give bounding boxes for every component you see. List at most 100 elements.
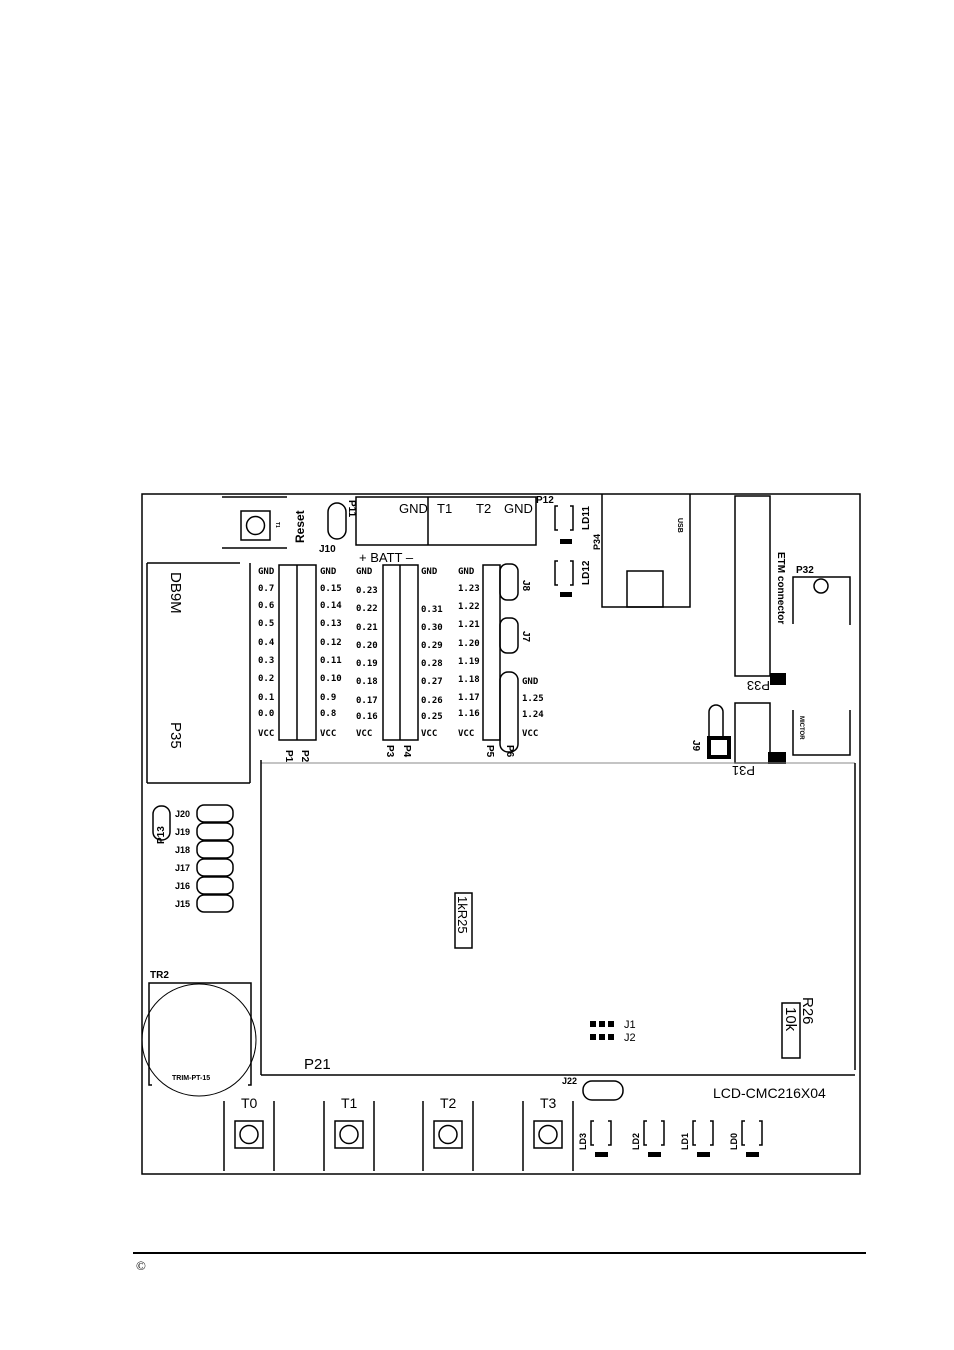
p5-pin-label: 1.21 [458,620,480,630]
jumper [196,876,234,895]
button-label: T1 [341,1095,358,1111]
p32-label: P32 [796,565,814,576]
jumper [196,894,234,913]
p12-pin-label: GND [399,501,428,516]
led: LD3 [578,1120,612,1157]
j22-label: J22 [562,1076,577,1086]
db9-connector: DB9M P35 [146,562,251,784]
jumper-label: J16 [175,881,190,891]
lcd-area: P21 [260,760,856,1076]
copyright-symbol: © [136,1258,146,1273]
p35-label: P35 [167,722,184,749]
p5-pin-label: VCC [458,729,474,739]
led-label: LD2 [631,1133,641,1150]
button-label: T3 [540,1095,557,1111]
p4-pin-label: 0.26 [421,696,443,706]
r25-resistor [454,892,473,949]
jumper [196,804,234,823]
led: LD1 [680,1120,714,1157]
jumper-label: J15 [175,899,190,909]
p3-pin-label: 0.20 [356,641,378,651]
p3-pin-label: 0.19 [356,659,378,669]
reset-switch: T1 Reset [222,496,307,549]
led-label: LD0 [729,1133,739,1150]
p5-header [482,564,501,741]
mictor-label: MICTOR [798,716,804,740]
j9-jumper: J9 [690,704,731,759]
p4-pin-label: 0.27 [421,677,443,687]
led-label: LD3 [578,1133,588,1150]
batt-label: + BATT – [359,550,414,565]
p1-pin-label: GND [258,567,275,577]
ld12-label: LD12 [581,560,592,585]
p1-label: P1 [283,750,294,763]
pushbutton: T0 [223,1095,275,1171]
ld11-label: LD11 [581,506,592,530]
p12-pin-label: T1 [437,501,452,516]
p32-connector: P32 [792,565,851,625]
j9-label: J9 [690,740,701,752]
tr2-trimpot: TR2 TRIM-PT-15 [141,970,257,1097]
p3-pin-label: 0.21 [356,623,378,633]
p1-pin-label: 0.2 [258,674,274,684]
p6-pin-label: 1.24 [522,710,544,720]
p5-label: P5 [484,745,495,758]
reset-label: Reset [293,510,307,543]
p12-pin-label: GND [504,501,533,516]
led: LD2 [631,1120,665,1157]
r25-label: 1kR25 [455,896,470,934]
button-label: T0 [241,1095,258,1111]
p6-pin-label: GND [522,677,539,687]
tr2-part-label: TRIM-PT-15 [172,1075,210,1082]
p13-jumper [152,805,171,841]
tr2-label: TR2 [150,970,169,981]
p31-label: P31 [732,763,755,778]
p33-label: P33 [747,678,770,693]
p3-pin-label: 0.17 [356,696,378,706]
p1-pin-label: 0.7 [258,584,274,594]
led: LD0 [729,1120,763,1157]
db9-label: DB9M [167,572,184,614]
p6-pin-label: VCC [522,729,538,739]
p5-pin-label: 1.16 [458,709,480,719]
p34-label: P34 [592,534,602,550]
p4-pin-label: 0.28 [421,659,443,669]
p1-pin-label: 0.4 [258,638,275,648]
jumper [196,822,234,841]
p2-pin-label: 0.11 [320,656,342,666]
j7-label: J7 [520,631,531,643]
p2-pin-label: VCC [320,729,336,739]
j2-jumper: J2 [590,1032,636,1044]
p6-pin-label: 1.25 [522,694,544,704]
p4-pin-label: VCC [421,729,437,739]
jumper [196,840,234,859]
p4-pin-label: 0.25 [421,712,443,722]
p4-pin-label: 0.29 [421,641,443,651]
p12-pin-label: T2 [476,501,491,516]
pushbutton: T2 [422,1095,474,1171]
j10-label: J10 [319,544,336,555]
p4-pin-label: GND [421,567,438,577]
p4-pin-label: 0.30 [421,623,443,633]
p1-pin-label: 0.5 [258,619,274,629]
p6-label: P6 [504,745,515,758]
etm-label: ETM connector [775,552,786,624]
pushbutton: T3 [522,1095,574,1171]
mictor-connector: MICTOR P31 [732,702,851,778]
p6-connector [499,671,519,753]
p13-label: P13 [156,826,167,844]
jumper-label: J18 [175,845,190,855]
jumper-label: J17 [175,863,190,873]
usb-label: USB [676,518,683,533]
p1-pin-label: 0.0 [258,709,274,719]
r26-resistor [781,1002,801,1059]
p2-pin-label: 0.15 [320,584,342,594]
p11-label: P11 [346,500,357,518]
j8-label: J8 [520,580,531,592]
p2-pin-label: 0.14 [320,601,342,611]
ld11-led: LD11 [554,505,592,544]
jumper-label: J19 [175,827,190,837]
p5-pin-label: 1.20 [458,639,480,649]
p2-pin-label: GND [320,567,337,577]
